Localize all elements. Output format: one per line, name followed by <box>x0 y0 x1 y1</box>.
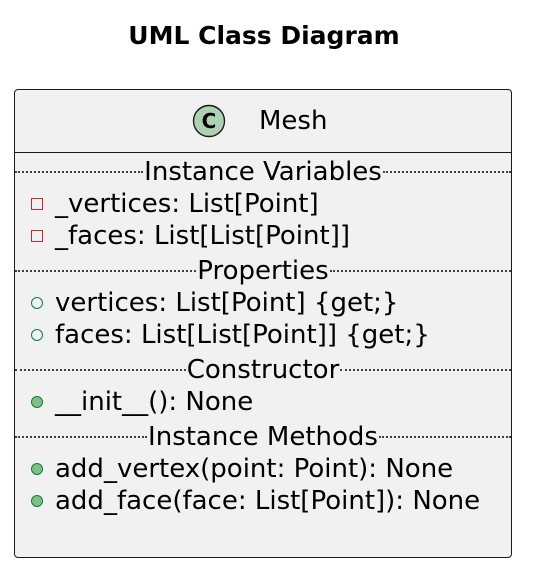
member-text: _vertices: List[Point] <box>55 189 319 219</box>
section-separator-constructor: Constructor <box>15 354 512 386</box>
class-header: C Mesh <box>15 90 511 153</box>
dotted-divider <box>382 171 512 173</box>
dotted-divider <box>378 436 512 438</box>
member-row[interactable]: faces: List[List[Point]] {get;} <box>15 319 511 351</box>
public-method-visibility-icon <box>31 495 43 507</box>
section-label: Properties <box>197 256 329 286</box>
dotted-divider <box>329 270 511 272</box>
public-field-visibility-icon <box>31 297 43 309</box>
section-separator-instance-variables: Instance Variables <box>15 156 512 188</box>
member-text: add_vertex(point: Point): None <box>55 454 454 484</box>
class-stereotype-icon: C <box>192 104 226 138</box>
member-row[interactable]: add_face(face: List[Point]): None <box>15 485 511 517</box>
section-label: Instance Methods <box>148 422 378 452</box>
class-name: Mesh <box>259 106 328 136</box>
member-row[interactable]: add_vertex(point: Point): None <box>15 453 511 485</box>
dotted-divider <box>15 270 197 272</box>
public-field-visibility-icon <box>31 329 43 341</box>
member-row[interactable]: vertices: List[Point] {get;} <box>15 287 511 319</box>
section-label: Instance Variables <box>144 157 382 187</box>
member-text: vertices: List[Point] {get;} <box>55 288 399 318</box>
diagram-title: UML Class Diagram <box>128 21 400 50</box>
public-method-visibility-icon <box>31 396 43 408</box>
section-label: Constructor <box>186 355 340 385</box>
public-method-visibility-icon <box>31 463 43 475</box>
private-visibility-icon <box>31 230 43 242</box>
dotted-divider <box>15 436 148 438</box>
member-text: _faces: List[List[Point]] <box>55 221 350 251</box>
dotted-divider <box>340 369 512 371</box>
member-row[interactable]: _vertices: List[Point] <box>15 188 511 220</box>
section-separator-properties: Properties <box>15 255 511 287</box>
private-visibility-icon <box>31 198 43 210</box>
dotted-divider <box>15 369 186 371</box>
member-text: __init__(): None <box>55 387 254 417</box>
class-box-mesh[interactable]: C Mesh Instance Variables _vertices: Lis… <box>14 89 512 558</box>
member-text: add_face(face: List[Point]): None <box>55 486 481 516</box>
class-stereotype-letter: C <box>202 109 217 133</box>
dotted-divider <box>15 171 144 173</box>
member-row[interactable]: __init__(): None <box>15 386 511 418</box>
section-separator-instance-methods: Instance Methods <box>15 421 512 453</box>
member-text: faces: List[List[Point]] {get;} <box>55 320 430 350</box>
member-row[interactable]: _faces: List[List[Point]] <box>15 220 511 252</box>
